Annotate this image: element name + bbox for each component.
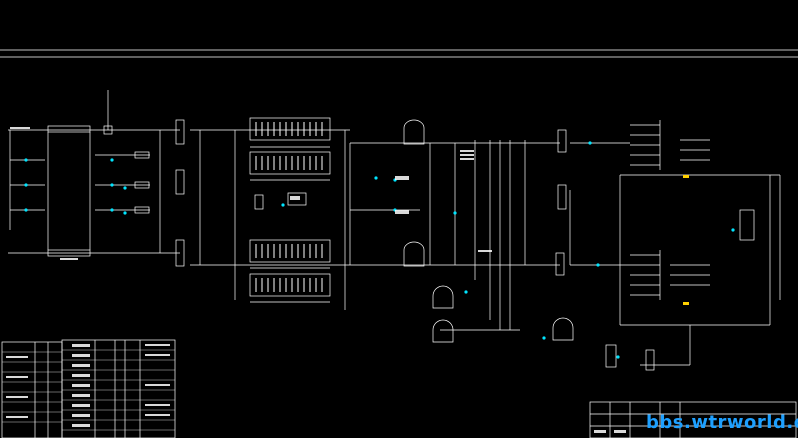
legend-table-rows	[2, 349, 175, 431]
tank-small-1	[432, 285, 454, 309]
tank-upper	[403, 119, 425, 145]
tank-lower	[403, 241, 425, 267]
left-footer-tank	[47, 249, 91, 257]
filter-column-3	[175, 239, 185, 267]
legend-table-right	[61, 339, 176, 438]
yellow-markers	[683, 175, 689, 305]
watermark-text: bbs.wtrworld.com	[646, 412, 798, 433]
filter-column-1	[175, 119, 185, 145]
membrane-elements	[255, 122, 323, 292]
filter-column-2	[175, 169, 185, 195]
title-block	[589, 401, 797, 438]
text-blocks	[6, 127, 626, 433]
valve-stack-upper	[630, 120, 710, 170]
cyan-valve-markers	[24, 141, 735, 359]
main-pipes	[8, 90, 781, 366]
valve-stack-lower	[630, 250, 710, 300]
tank-small-2	[432, 319, 454, 343]
left-header-tank	[47, 125, 91, 133]
membrane-rack-lower	[249, 239, 331, 303]
membrane-rack-upper	[249, 117, 331, 181]
tank-small-3	[552, 317, 574, 341]
